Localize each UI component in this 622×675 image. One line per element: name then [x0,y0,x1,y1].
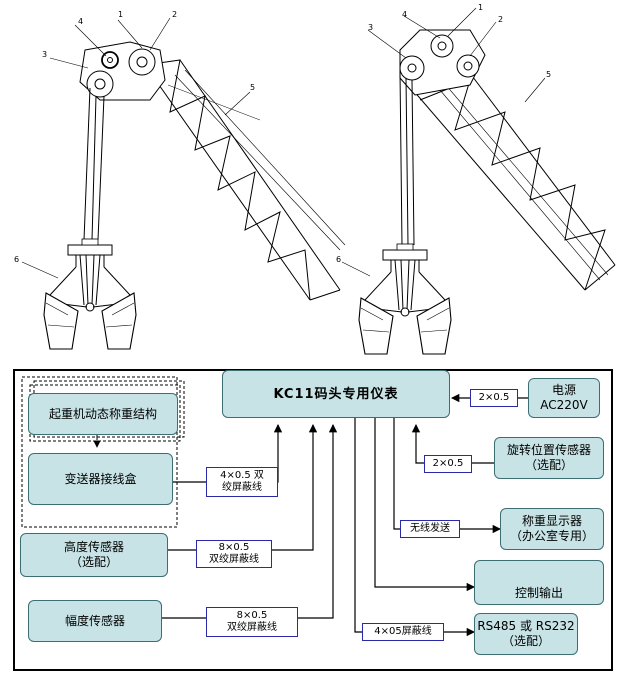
weight-display-label: 称重显示器 [521,514,582,528]
main-instrument: KC11码头专用仪表 [222,370,450,418]
left-callout-3: 3 [42,50,47,59]
right-callout-6: 6 [336,255,341,264]
left-callout-4: 4 [78,17,83,26]
power-box: 电源 AC220V [528,378,600,418]
wiring-diagram: KC11码头专用仪表 起重机动态称重结构 变送器接线盒 高度传感器 （选配） 幅… [0,365,622,675]
weight-display-note: （办公室专用） [509,529,594,543]
rotation-sensor-label: 旋转位置传感器 [506,443,591,457]
right-callout-4: 4 [402,10,407,19]
wireless-tag: 无线发送 [400,520,460,538]
weigh-structure-box: 起重机动态称重结构 [28,393,178,435]
height-cable-line2: 双绞屏蔽线 [209,554,259,565]
right-crane-drawing [341,7,616,355]
right-callout-2: 2 [498,15,503,24]
serial-cable-tag: 4×05屏蔽线 [362,623,444,641]
rotation-sensor-optional: （选配） [524,458,573,472]
amplitude-cable-line1: 8×0.5 [236,610,268,621]
control-output-box: 控制输出 [474,560,604,605]
junction-cable-tag: 4×0.5 双 绞屏蔽线 [206,467,278,497]
crane-grab-drawings: 1 2 3 4 5 6 1 2 3 4 5 6 [14,3,616,355]
serial-label: RS485 或 RS232 [477,619,575,633]
control-output-label: 控制输出 [514,586,563,600]
amplitude-sensor-box: 幅度传感器 [28,600,162,642]
serial-optional: （选配） [501,634,550,648]
left-callout-1: 1 [118,10,123,19]
amplitude-cable-tag: 8×0.5 双绞屏蔽线 [206,607,298,637]
junction-cable-line1: 4×0.5 双 [220,470,264,481]
amplitude-cable-line2: 双绞屏蔽线 [227,622,277,633]
serial-box: RS485 或 RS232 （选配） [474,613,578,655]
height-cable-tag: 8×0.5 双绞屏蔽线 [196,540,272,568]
height-sensor-optional: （选配） [69,555,118,569]
height-cable-line1: 8×0.5 [218,542,250,553]
rotation-sensor-box: 旋转位置传感器 （选配） [494,437,604,479]
junction-cable-line2: 绞屏蔽线 [222,482,262,493]
weight-display-box: 称重显示器 （办公室专用） [500,508,604,550]
power-cable-tag: 2×0.5 [470,389,518,407]
junction-box: 变送器接线盒 [28,453,173,505]
left-callout-5: 5 [250,83,255,92]
height-sensor-box: 高度传感器 （选配） [20,533,168,577]
height-sensor-label: 高度传感器 [63,540,124,554]
left-crane-drawing [21,17,346,350]
right-callout-3: 3 [368,23,373,32]
right-callout-1: 1 [478,3,483,12]
power-voltage: AC220V [540,398,588,412]
right-callout-5: 5 [546,70,551,79]
left-callout-6: 6 [14,255,19,264]
power-label: 电源 [551,383,576,397]
rotation-cable-tag: 2×0.5 [424,455,472,473]
left-callout-2: 2 [172,10,177,19]
